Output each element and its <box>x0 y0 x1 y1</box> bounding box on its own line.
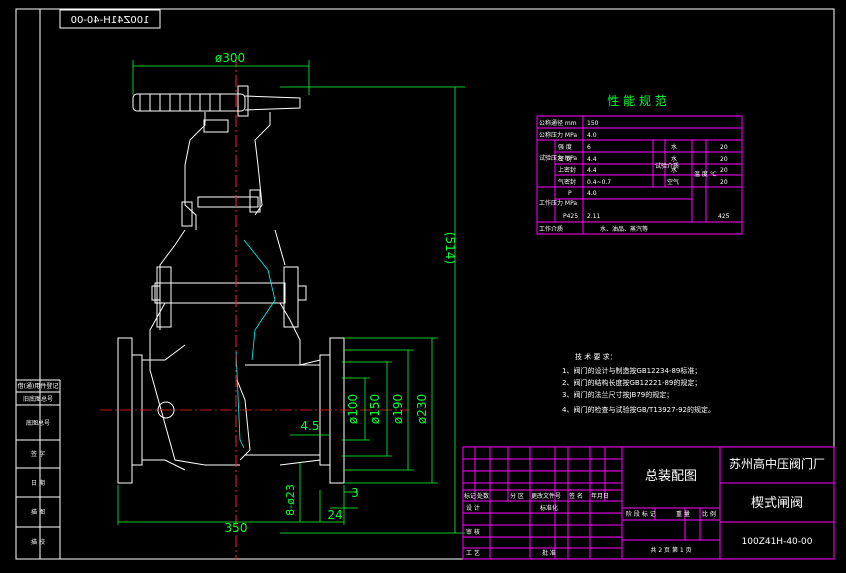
spec-nominal-pressure-label: 公称压力 MPa <box>539 131 577 139</box>
dim-d230: ø230 <box>415 394 429 424</box>
spec-work-p-label: P <box>568 190 572 197</box>
spec-title: 性 能 规 范 <box>607 93 666 108</box>
tb-row-process: 工 艺 <box>466 549 480 557</box>
tech-item-1: 1、阀门的设计与制造按GB12234-89标准； <box>562 366 701 375</box>
strip-label-5: 日 期 <box>31 479 45 487</box>
spec-work-p2-value: 2.11 <box>587 213 601 220</box>
spec-test-label: 试验压力 MPa <box>539 154 577 162</box>
dim-raised-face: 4.5 <box>300 419 319 433</box>
spec-test-temp-2: 20 <box>720 156 728 163</box>
title-block: 标记 处数 分 区 更改文件号 签 名 年月日 设 计 标准化 审 核 工 艺 … <box>462 446 835 560</box>
tb-row-standard: 标准化 <box>540 504 558 512</box>
drawing-frame <box>39 8 835 560</box>
dim-bolt-holes: 8-ø23 <box>284 484 297 516</box>
dim-flange-thk: 24 <box>327 508 342 522</box>
spec-nominal-pressure-value: 4.0 <box>587 132 597 139</box>
strip-label-7: 描 校 <box>31 538 45 546</box>
dimensions <box>117 60 465 534</box>
strip-label-4: 签 字 <box>31 450 45 458</box>
spec-work-label: 工作压力 MPa <box>539 199 577 207</box>
tech-requirements: 技 术 要 求： 1、阀门的设计与制造按GB12234-89标准； 2、阀门的结… <box>562 352 715 414</box>
strip-label-6: 描 图 <box>31 508 45 516</box>
spec-test-value-3: 4.4 <box>587 167 597 174</box>
tb-header-6: 年月日 <box>591 492 609 500</box>
valve-drawing <box>117 85 345 484</box>
spec-test-temp-1: 20 <box>720 144 728 151</box>
spec-nominal-dia-value: 150 <box>587 120 599 127</box>
tb-sheets: 共 2 页 第 1 页 <box>650 546 691 554</box>
spec-test-name-3: 上密封 <box>558 166 576 174</box>
tb-row-approve: 批 准 <box>542 549 556 557</box>
left-strip: 借(通)用件登记 旧底图总号 底图总号 签 字 日 期 描 图 描 校 <box>15 379 61 560</box>
dimension-texts: ø300 (514) ø100 ø150 ø190 ø230 4.5 8-ø23… <box>215 51 457 535</box>
spec-test-name-1: 强 度 <box>558 143 572 151</box>
spec-work-p2-label: P425 <box>563 213 578 220</box>
strip-label-1: 借(通)用件登记 <box>18 382 59 390</box>
tb-weight-label: 重 量 <box>676 510 690 518</box>
dim-length: 350 <box>225 521 248 535</box>
dim-face-thk: 3 <box>351 486 359 500</box>
tb-product: 楔式闸阀 <box>751 496 803 511</box>
strip-label-3: 底图总号 <box>26 419 50 427</box>
spec-test-temp-4: 20 <box>720 179 728 186</box>
spec-test-medium-label: 试验介质 <box>655 162 679 170</box>
tb-header-2: 处数 <box>477 492 489 500</box>
spec-test-medium-1: 水 <box>671 143 677 151</box>
tb-row-design: 设 计 <box>466 504 480 512</box>
tech-item-3: 3、阀门的法兰尺寸按JB79的规定； <box>562 390 673 399</box>
spec-medium-value: 水、油品、蒸汽等 <box>600 225 648 233</box>
spec-test-medium-3: 水 <box>671 166 677 174</box>
spec-nominal-dia-label: 公称通径 mm <box>539 119 577 127</box>
dim-handwheel: ø300 <box>215 51 245 65</box>
tb-header-1: 标记 <box>464 492 476 500</box>
tb-drawing-name: 总装配图 <box>645 469 697 484</box>
strip-label-2: 旧底图总号 <box>23 395 53 403</box>
tech-item-4: 4、阀门的检查与试验按GB/T13927-92的规定。 <box>562 405 715 414</box>
spec-work-p-value: 4.0 <box>587 190 597 197</box>
outer-frame <box>15 8 835 560</box>
spec-test-value-4: 0.4~0.7 <box>587 179 611 186</box>
section-outline <box>235 239 276 449</box>
mirrored-drawing-number: 100Z41H-40-00 <box>71 15 150 26</box>
tb-row-review: 审 核 <box>466 528 480 536</box>
spec-medium-label: 工作介质 <box>539 225 563 233</box>
tb-header-5: 签 名 <box>569 492 583 500</box>
tb-drawing-number: 100Z41H-40-00 <box>742 537 813 547</box>
tech-item-2: 2、阀门的结构长度按GB12221-89的规定； <box>562 378 701 387</box>
tb-header-3: 分 区 <box>510 492 524 500</box>
tb-header-4: 更改文件号 <box>531 492 561 500</box>
spec-test-medium-4: 空气 <box>667 178 679 186</box>
dim-d190: ø190 <box>391 394 405 424</box>
dim-height: (514) <box>443 232 457 264</box>
spec-test-value-2: 4.4 <box>587 156 597 163</box>
handwheel <box>132 93 246 112</box>
tb-company: 苏州高中压阀门厂 <box>729 456 825 471</box>
dim-d100: ø100 <box>346 394 360 424</box>
spec-temp-label: 温 度 ℃ <box>694 170 717 178</box>
mirrored-number-box: 100Z41H-40-00 <box>59 9 161 29</box>
spec-test-name-2: 密 封 <box>558 155 572 163</box>
tb-stage-label: 阶 段 标 记 <box>626 510 656 518</box>
spec-work-temp: 425 <box>718 213 730 220</box>
tech-title: 技 术 要 求： <box>575 352 617 361</box>
spec-table: 性 能 规 范 公称通径 mm 150 公称压力 MPa 4.0 试验压力 MP… <box>536 93 743 235</box>
spec-test-temp-3: 20 <box>720 167 728 174</box>
spec-test-value-1: 6 <box>587 144 591 151</box>
dim-d150: ø150 <box>368 394 382 424</box>
spec-test-name-4: 气密封 <box>558 178 576 186</box>
tb-scale-label: 比 例 <box>702 510 716 518</box>
spec-test-medium-2: 水 <box>671 155 677 163</box>
